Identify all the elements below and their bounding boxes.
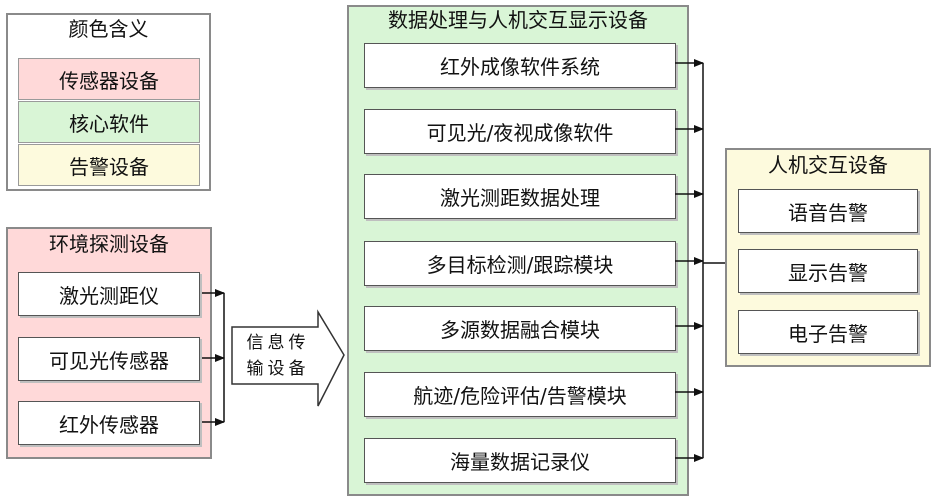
legend-title: 颜色含义 (68, 17, 149, 41)
sensor-connectors (202, 289, 225, 426)
transfer-label-line2: 输设备 (246, 359, 310, 379)
sensor-laser-rangefinder: 激光测距仪 (18, 272, 200, 316)
transfer-device-label: 信息传 输设备 (236, 330, 320, 382)
processing-group: 数据处理与人机交互显示设备 红外成像软件系统 可见光/夜视成像软件 激光测距数据… (347, 5, 689, 496)
module-track-risk-alarm: 航迹/危险评估/告警模块 (364, 372, 676, 417)
module-infrared-imaging: 红外成像软件系统 (364, 43, 676, 88)
hmi-display-alarm: 显示告警 (738, 249, 918, 293)
hmi-electronic-alarm: 电子告警 (738, 310, 918, 354)
sensor-visible-light: 可见光传感器 (18, 337, 200, 381)
module-visible-night-imaging: 可见光/夜视成像软件 (364, 109, 676, 154)
hmi-title: 人机交互设备 (768, 153, 888, 177)
legend-panel: 颜色含义 传感器设备 核心软件 告警设备 (6, 13, 211, 191)
sensors-title: 环境探测设备 (49, 232, 169, 256)
legend-item-core: 核心软件 (18, 101, 200, 143)
transfer-label-line1: 信息传 (246, 333, 310, 353)
processing-title: 数据处理与人机交互显示设备 (388, 8, 648, 32)
legend-item-alarm: 告警设备 (18, 144, 200, 186)
module-multi-target-tracking: 多目标检测/跟踪模块 (364, 241, 676, 286)
module-multi-source-fusion: 多源数据融合模块 (364, 306, 676, 351)
transfer-arrow-shape (231, 309, 345, 407)
sensors-group: 环境探测设备 激光测距仪 可见光传感器 红外传感器 (6, 227, 212, 459)
sensor-infrared: 红外传感器 (18, 401, 200, 445)
hmi-voice-alarm: 语音告警 (738, 189, 918, 233)
module-laser-ranging-processing: 激光测距数据处理 (364, 174, 676, 219)
processing-connectors (675, 59, 725, 462)
module-data-recorder: 海量数据记录仪 (364, 438, 676, 483)
hmi-group: 人机交互设备 语音告警 显示告警 电子告警 (725, 148, 931, 367)
legend-item-sensor: 传感器设备 (18, 58, 200, 100)
